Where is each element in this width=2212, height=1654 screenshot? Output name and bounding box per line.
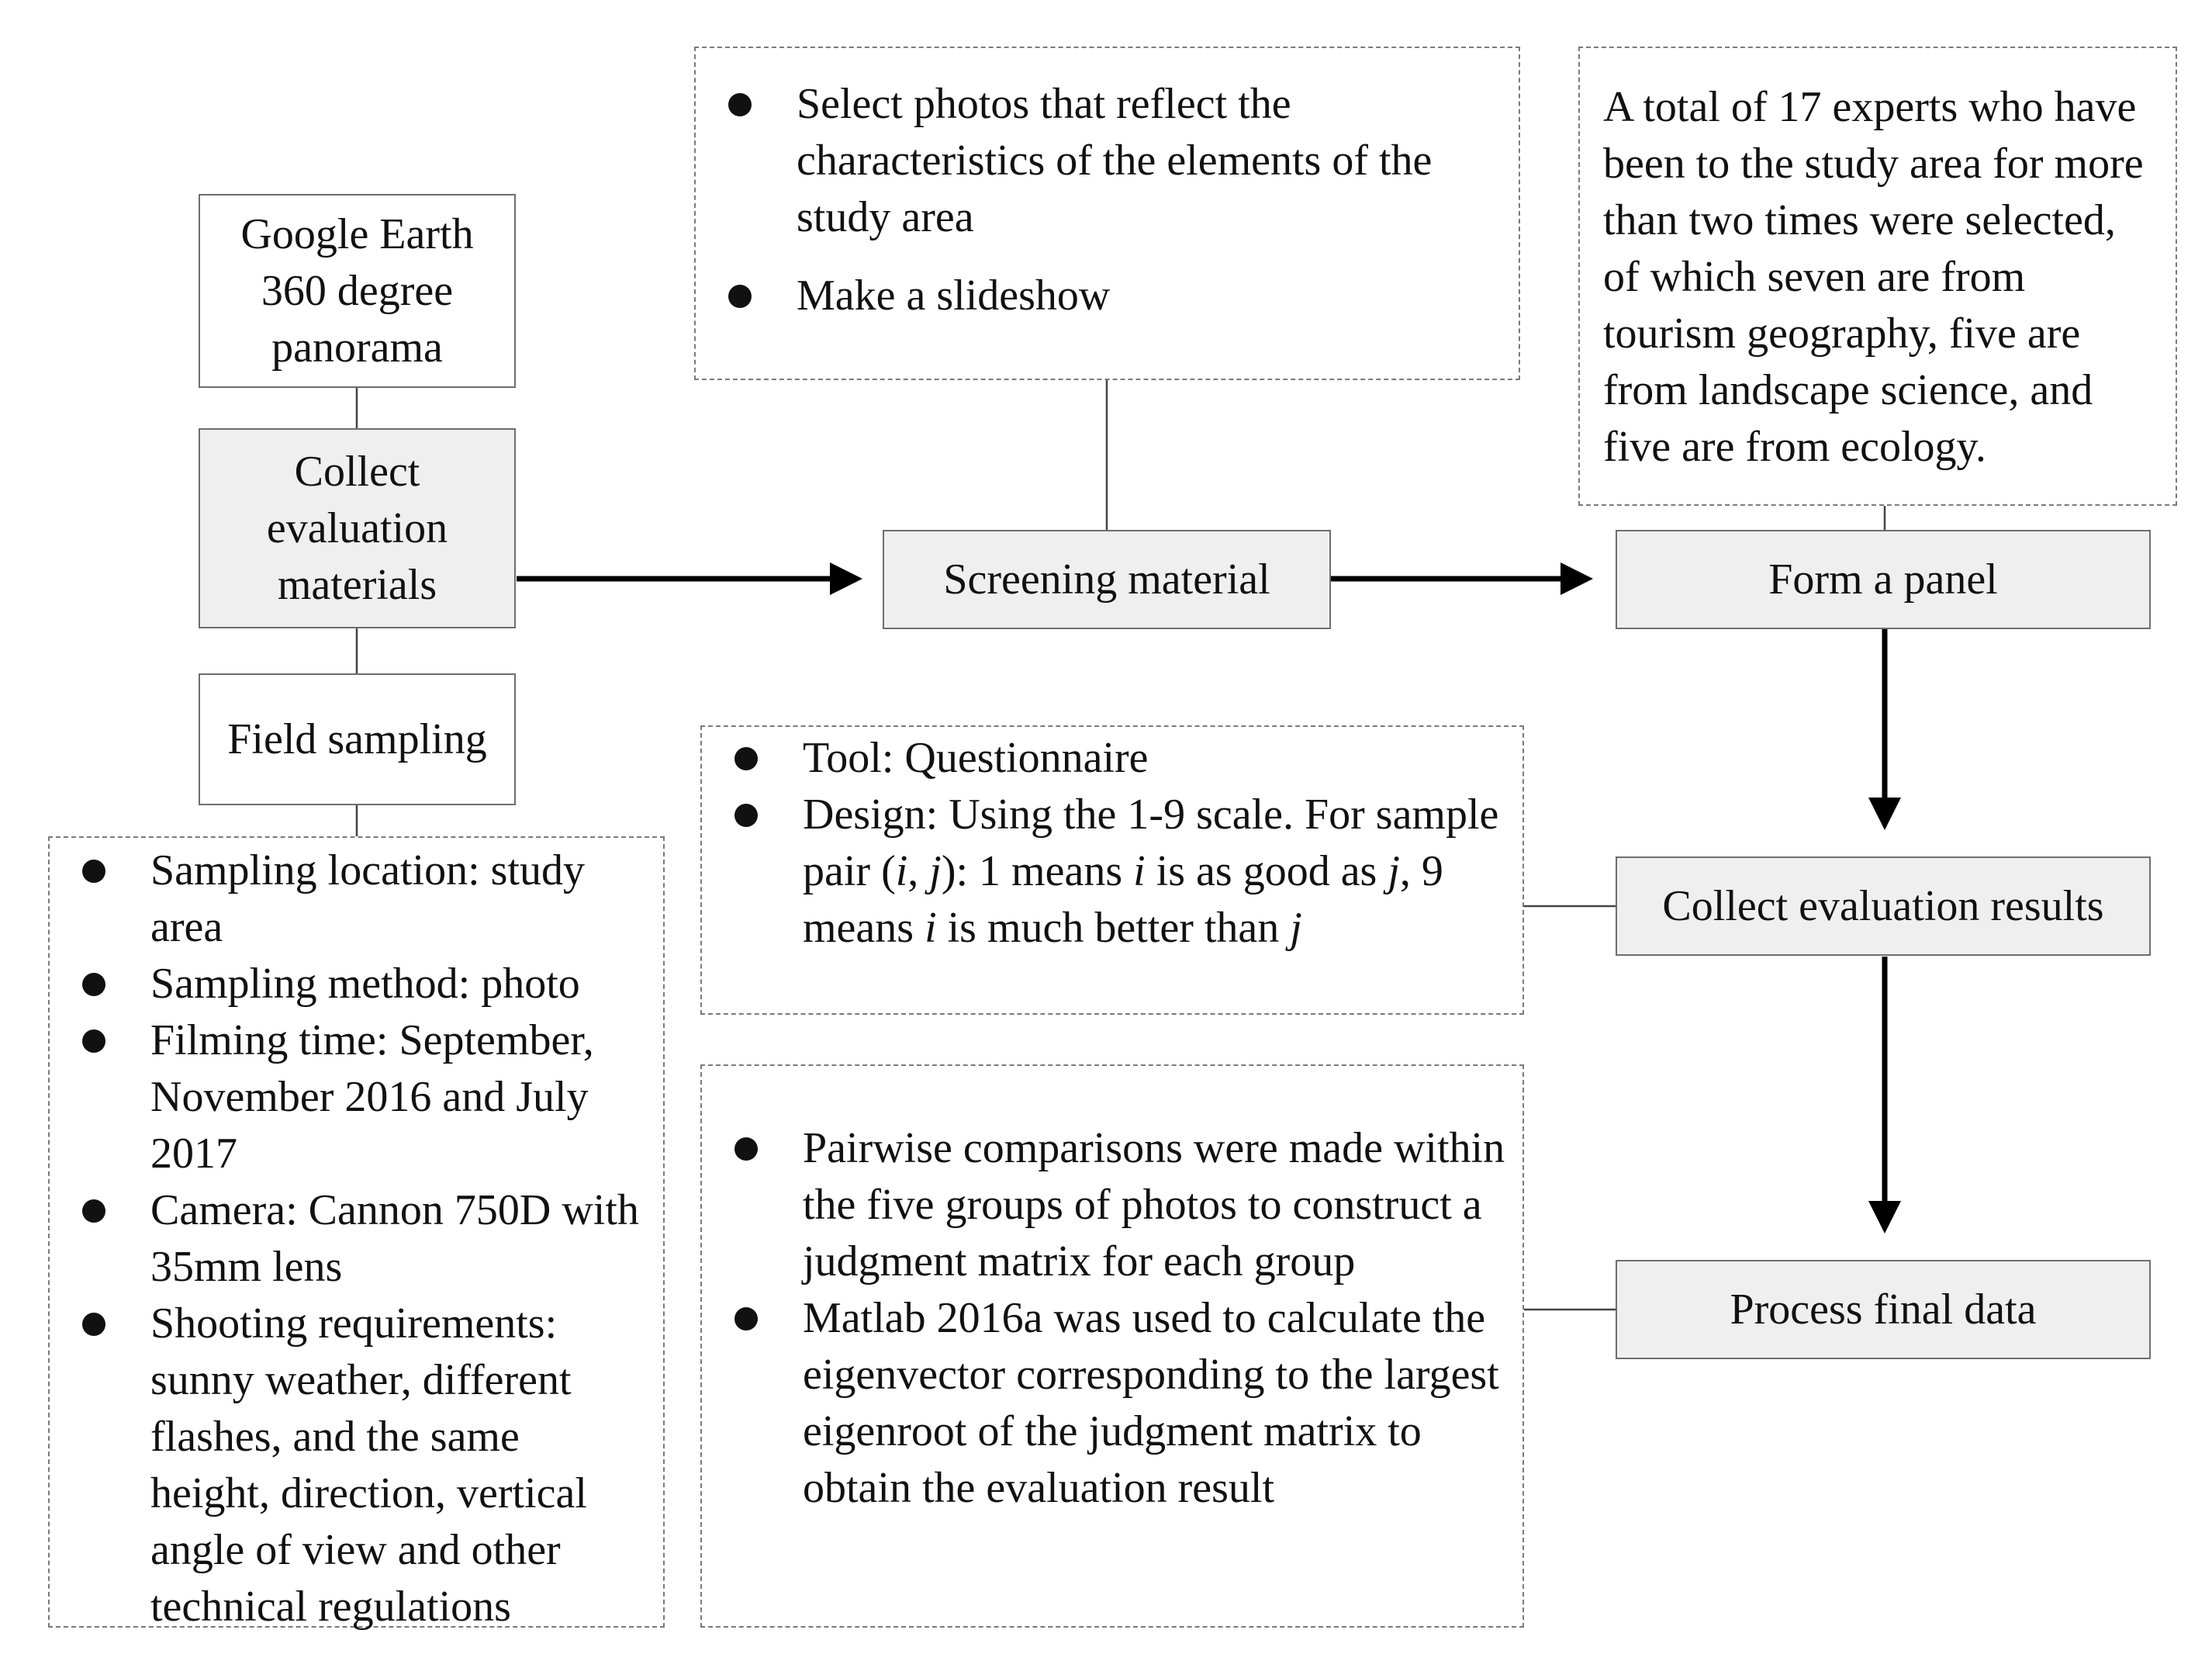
sampling-note: Sampling location: study area Sampling m… <box>48 836 665 1631</box>
process-data-box: Process final data <box>1616 1260 2151 1359</box>
processing-note-item: Pairwise comparisons were made within th… <box>717 1120 1507 1290</box>
collect-results-box: Collect evaluation results <box>1616 856 2151 956</box>
google-earth-label: Google Earth 360 degree panorama <box>240 209 474 372</box>
processing-note-item: Matlab 2016a was used to calculate the e… <box>717 1290 1507 1517</box>
screening-material-label: Screening material <box>943 555 1270 604</box>
processing-note: Pairwise comparisons were made within th… <box>700 1064 1524 1628</box>
sampling-note-item: Sampling method: photo <box>65 956 648 1012</box>
screening-material-box: Screening material <box>883 530 1331 629</box>
questionnaire-note-item: Design: Using the 1-9 scale. For sample … <box>717 787 1507 957</box>
sampling-note-item: Sampling location: study area <box>65 843 648 956</box>
google-earth-box: Google Earth 360 degree panorama <box>199 194 516 388</box>
form-panel-box: Form a panel <box>1616 530 2151 629</box>
questionnaire-note: Tool: Questionnaire Design: Using the 1-… <box>700 725 1524 1015</box>
sampling-note-item: Shooting requirements: sunny weather, di… <box>65 1296 648 1635</box>
sampling-note-item: Camera: Cannon 750D with 35mm lens <box>65 1182 648 1296</box>
questionnaire-note-item: Tool: Questionnaire <box>717 730 1507 787</box>
panel-note: A total of 17 experts who have been to t… <box>1578 47 2177 506</box>
sampling-note-item: Filming time: September, November 2016 a… <box>65 1012 648 1182</box>
screening-note: Select photos that reflect the character… <box>694 47 1520 380</box>
panel-note-text: A total of 17 experts who have been to t… <box>1603 83 2144 471</box>
collect-materials-box: Collect evaluation materials <box>199 428 516 628</box>
field-sampling-label: Field sampling <box>227 715 487 763</box>
process-data-label: Process final data <box>1730 1285 2037 1334</box>
screening-note-item: Select photos that reflect the character… <box>711 76 1503 246</box>
field-sampling-box: Field sampling <box>199 673 516 805</box>
screening-note-item: Make a slideshow <box>711 268 1503 324</box>
form-panel-label: Form a panel <box>1768 555 1998 604</box>
collect-results-label: Collect evaluation results <box>1662 881 2104 930</box>
collect-materials-label: Collect evaluation materials <box>266 447 448 609</box>
